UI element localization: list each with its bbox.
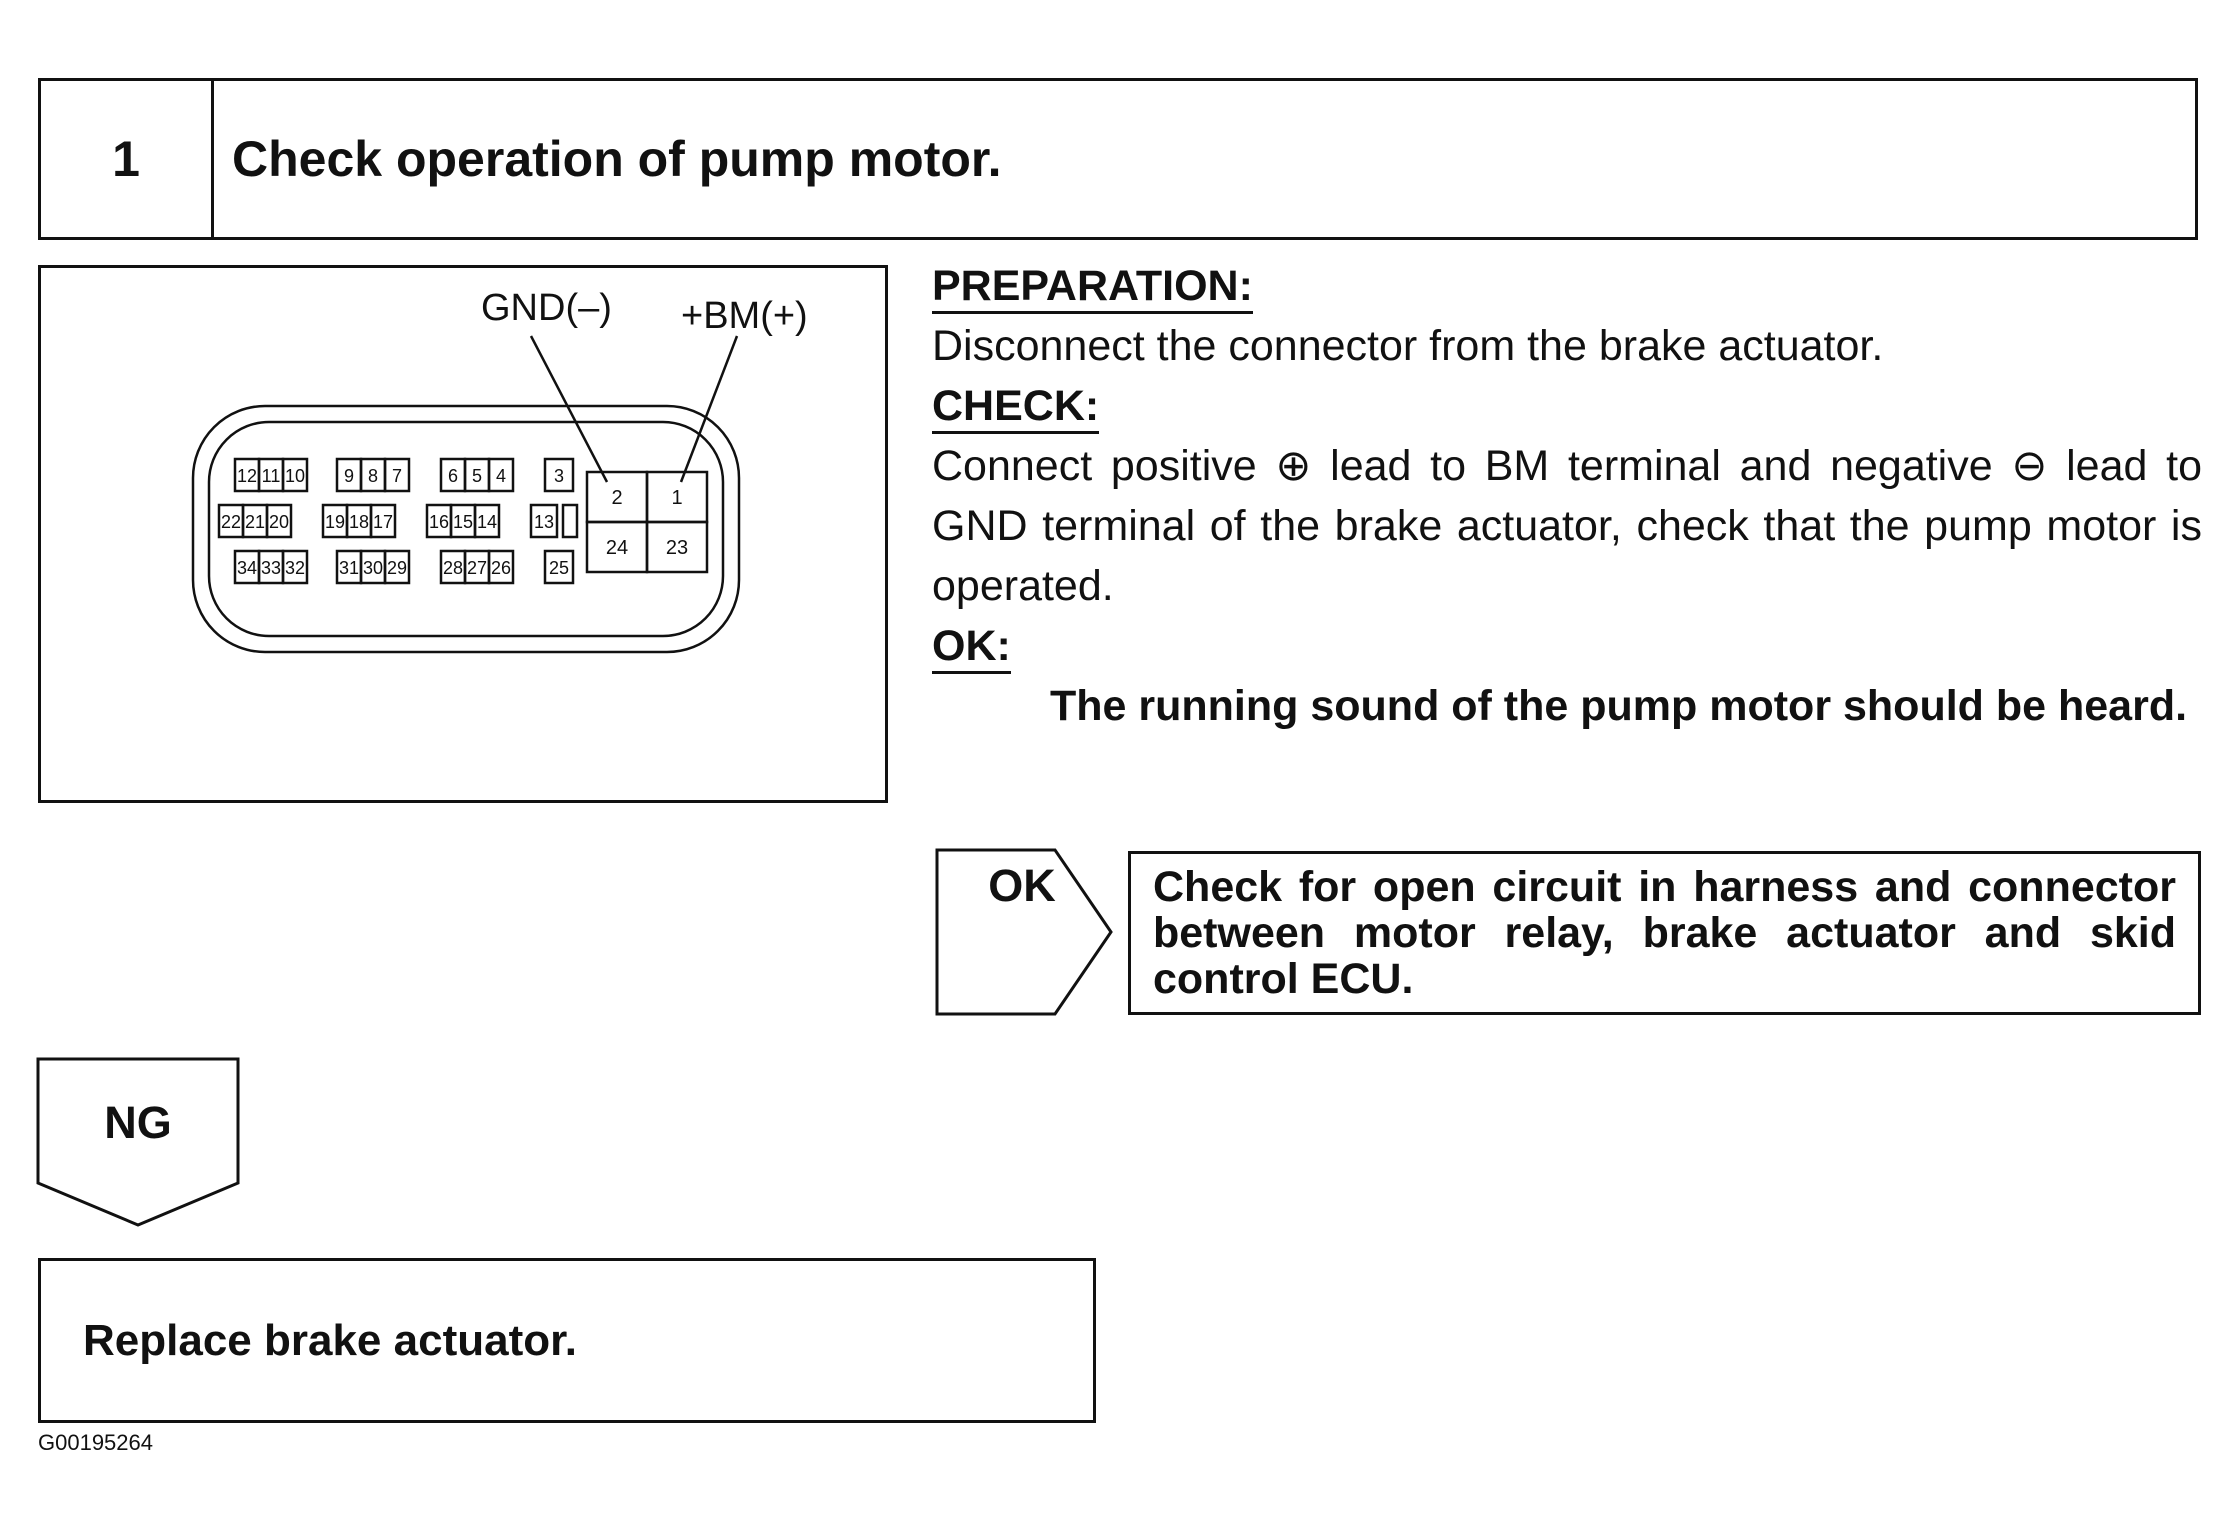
terminal-numbers: 12 11 10 9 8 7 6 5 4 3 22 21 20 19 18 17…	[221, 466, 569, 578]
terminal-label: 3	[554, 466, 564, 486]
ok-flow-label: OK	[988, 860, 1056, 911]
terminal-label: 15	[453, 512, 473, 532]
bm-leader-line	[679, 335, 739, 483]
terminal-label: 6	[448, 466, 458, 486]
terminal-label: 11	[262, 466, 281, 486]
terminal-label: 25	[549, 558, 569, 578]
terminal-label: 16	[429, 512, 449, 532]
terminal-row-3	[233, 549, 575, 585]
terminal-label: 26	[491, 558, 511, 578]
terminal-label: 34	[237, 558, 257, 578]
ng-flow-label: NG	[104, 1097, 172, 1148]
terminal-label: 21	[245, 512, 265, 532]
connector-diagram: GND(–) +BM(+) 12 11 10 9 8 7 6 5 4 3 22 …	[38, 265, 888, 803]
terminal-row-2	[217, 503, 579, 539]
check-label: CHECK:	[932, 381, 1100, 434]
terminal-label: 4	[496, 466, 506, 486]
terminal-label: 12	[237, 466, 257, 486]
ng-arrow-shape	[36, 1057, 240, 1227]
terminal-label: 18	[349, 512, 369, 532]
ok-criteria-label: OK:	[932, 621, 1011, 674]
gnd-leader-line	[529, 335, 609, 483]
terminal-label: 8	[368, 466, 378, 486]
terminal-label: 30	[363, 558, 383, 578]
step-number: 1	[41, 81, 214, 237]
terminal-label: 33	[261, 558, 281, 578]
terminal-label: 14	[477, 512, 497, 532]
terminal-block-large	[585, 470, 709, 574]
preparation-text: Disconnect the connector from the brake …	[932, 322, 1884, 370]
terminal-label: 23	[666, 537, 688, 559]
preparation-label: PREPARATION:	[932, 261, 1253, 314]
terminal-label: 17	[373, 512, 393, 532]
connector-outer-housing	[191, 404, 741, 654]
connector-inner-housing	[207, 420, 725, 638]
terminal-label: 31	[339, 558, 359, 578]
gnd-label: GND(–)	[481, 287, 612, 329]
terminal-label: 28	[443, 558, 463, 578]
ok-arrow-shape	[935, 848, 1113, 1016]
large-terminal-numbers: 2 1 24 23	[606, 487, 688, 559]
terminal-label: 1	[671, 487, 682, 509]
terminal-label: 19	[325, 512, 345, 532]
terminal-label: 9	[344, 466, 354, 486]
terminal-label: 5	[472, 466, 482, 486]
terminal-label: 27	[467, 558, 487, 578]
terminal-label: 32	[285, 558, 305, 578]
terminal-label: 13	[534, 512, 554, 532]
terminal-label: 24	[606, 537, 628, 559]
terminal-label: 7	[392, 466, 402, 486]
connector-drawing: GND(–) +BM(+) 12 11 10 9 8 7 6 5 4 3 22 …	[191, 287, 808, 654]
ok-criteria-text: The running sound of the pump motor shou…	[1050, 682, 2188, 730]
terminal-label: 20	[269, 512, 289, 532]
terminal-label: 22	[221, 512, 241, 532]
ok-result-box: Check for open circuit in harness and co…	[1128, 851, 2201, 1015]
check-text: Connect positive ⊕ lead to BM terminal a…	[932, 442, 2202, 610]
ng-result-box: Replace brake actuator.	[38, 1258, 1096, 1423]
figure-code: G00195264	[38, 1430, 153, 1455]
terminal-label: 29	[387, 558, 407, 578]
terminal-label: 10	[285, 466, 305, 486]
terminal-label: 2	[611, 487, 622, 509]
instructions: PREPARATION: Disconnect the connector fr…	[932, 256, 2202, 736]
bm-label: +BM(+)	[681, 295, 808, 337]
terminal-row-1	[233, 457, 575, 493]
step-title: Check operation of pump motor.	[232, 131, 1002, 187]
step-header: 1 Check operation of pump motor.	[38, 78, 2198, 240]
